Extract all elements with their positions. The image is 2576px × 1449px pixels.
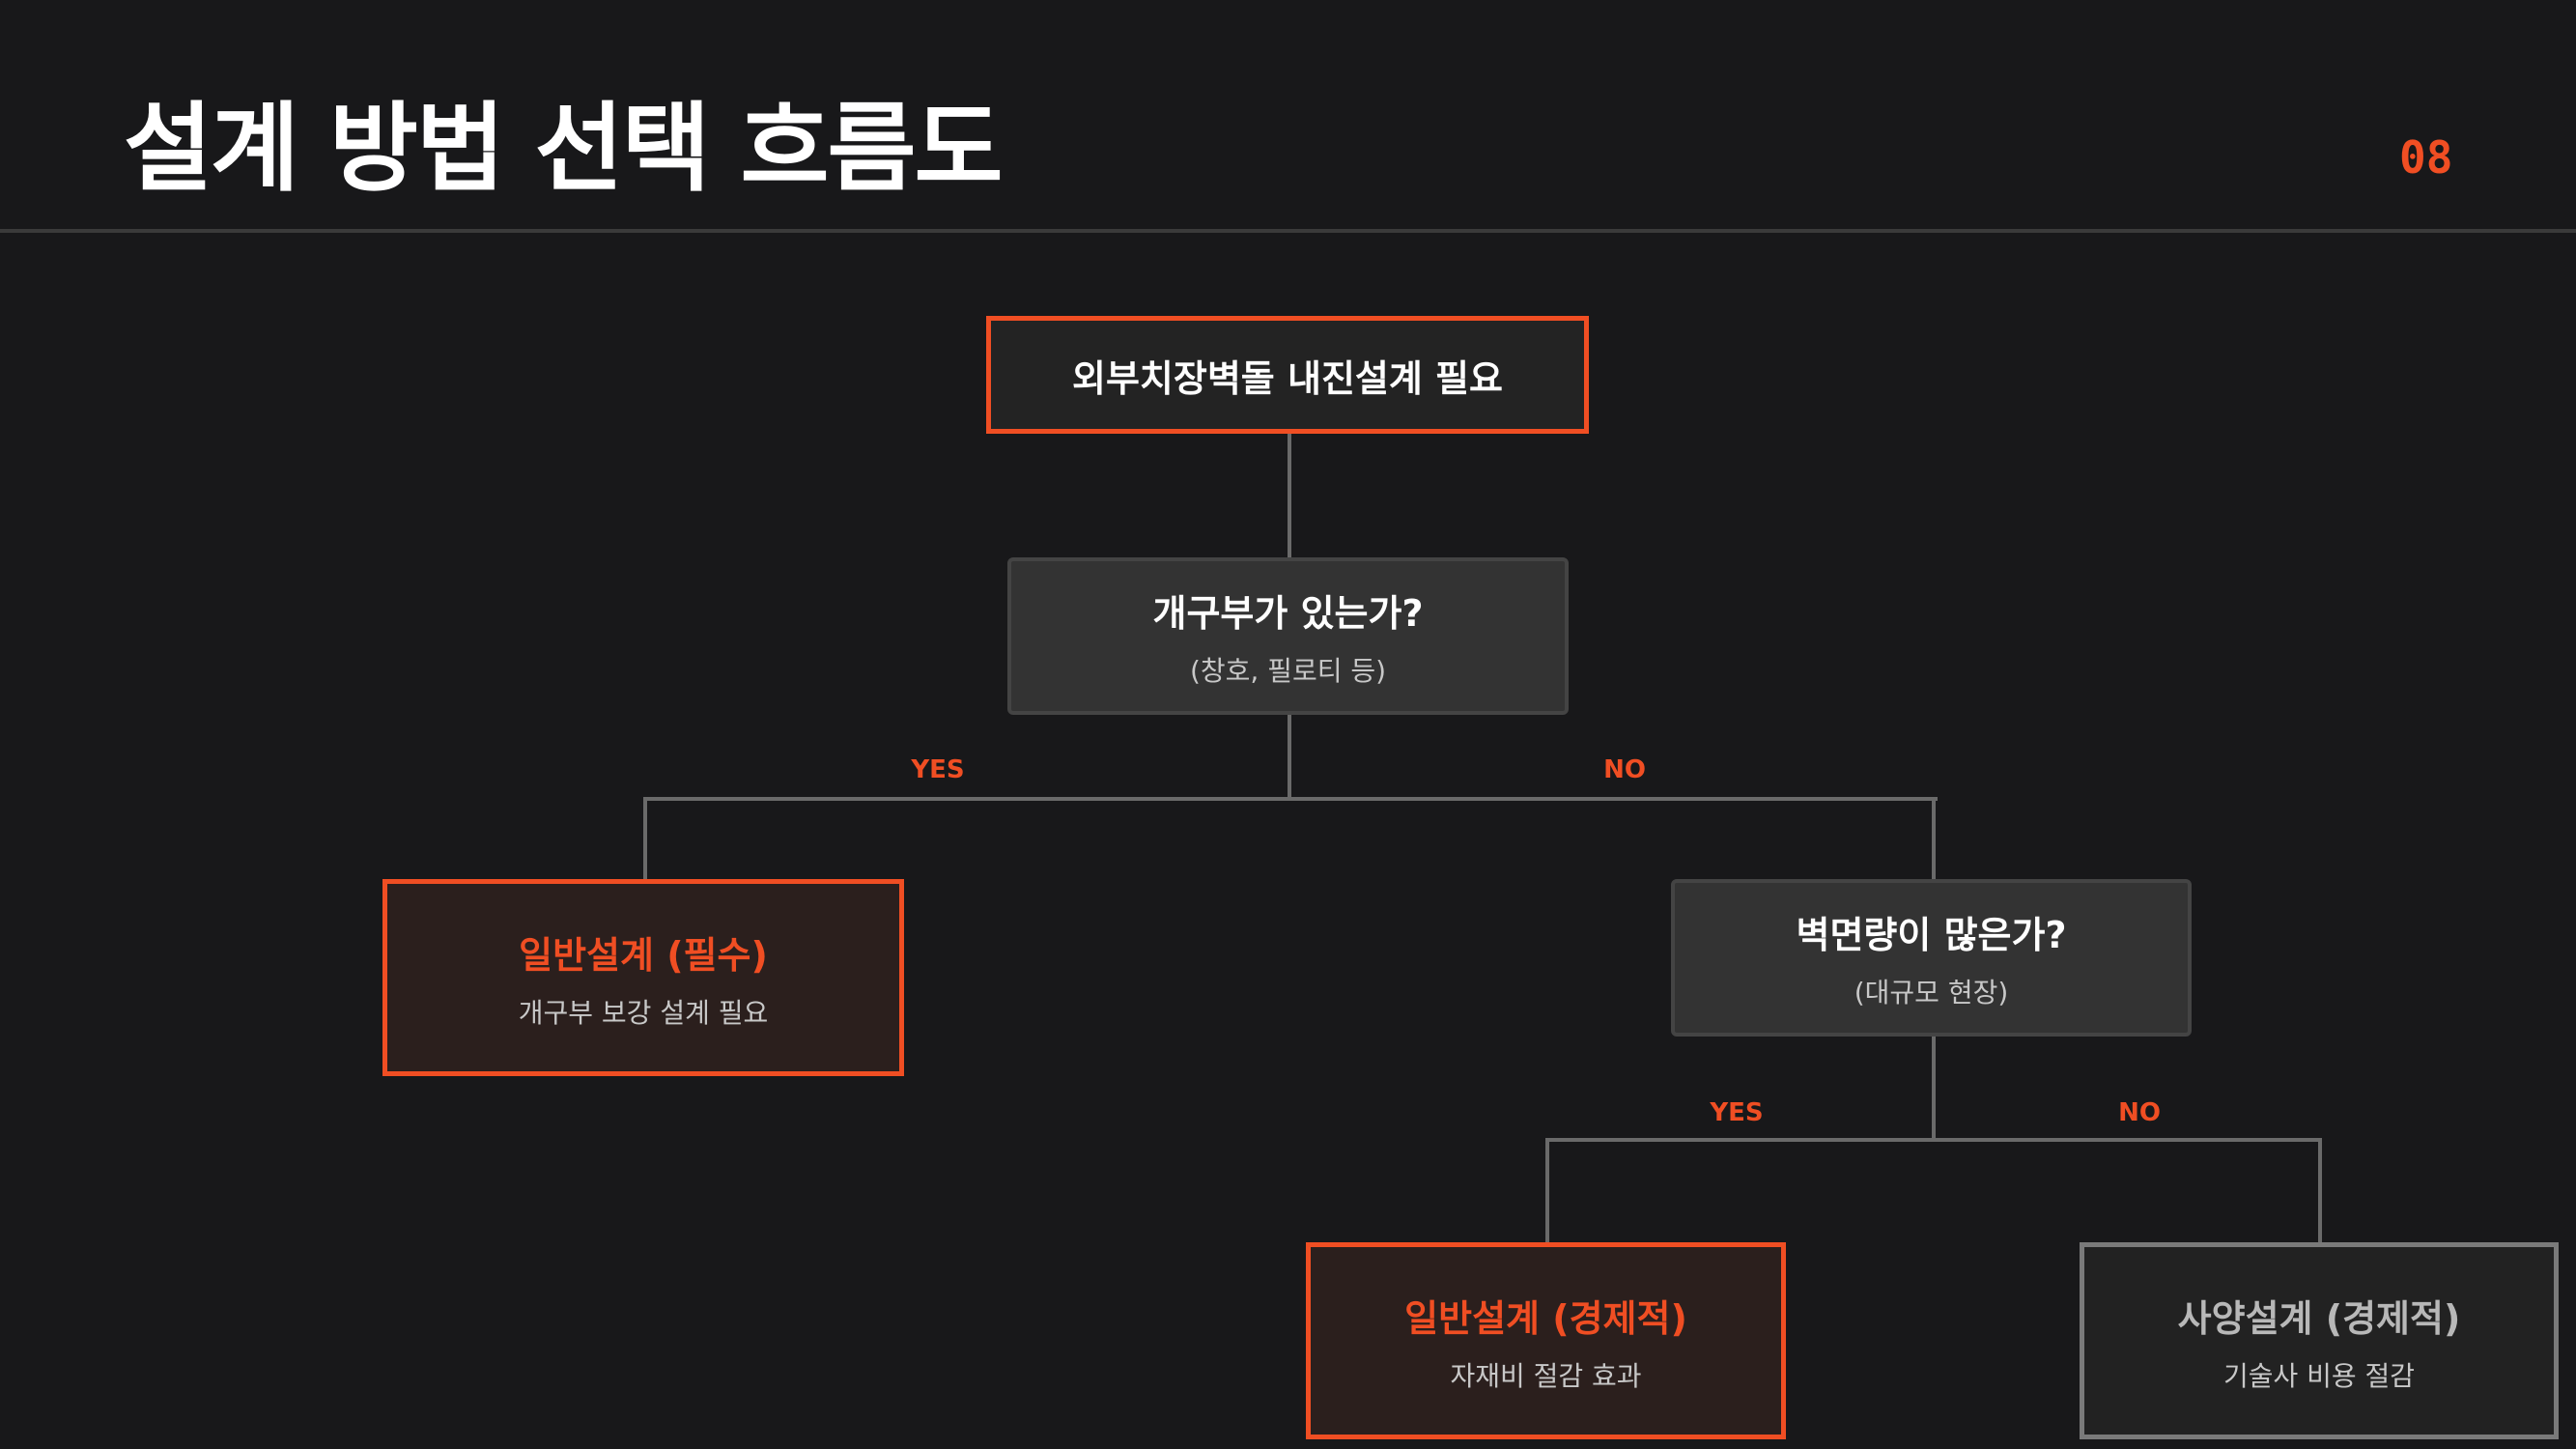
connector-start-q1 (1288, 434, 1291, 557)
connector-q1-yes (643, 797, 647, 879)
q2-yes-label: YES (1710, 1098, 1764, 1127)
q1-yes-label: YES (911, 755, 965, 784)
page-number: 08 (2399, 131, 2453, 184)
result-general-economic: 일반설계 (경제적) 자재비 절감 효과 (1306, 1242, 1786, 1439)
decision-title: 벽면량이 많은가? (1796, 914, 2067, 956)
connector-q2-down (1932, 1037, 1936, 1142)
connector-q2-yes (1545, 1138, 1549, 1242)
result-subtitle: 개구부 보강 설계 필요 (518, 996, 769, 1029)
result-subtitle: 자재비 절감 효과 (1450, 1359, 1642, 1392)
q1-no-label: NO (1603, 755, 1646, 784)
start-node-title: 외부치장벽돌 내진설계 필요 (1072, 356, 1503, 400)
header-divider (0, 229, 2576, 233)
connector-q1-horizontal (643, 797, 1938, 801)
decision-subtitle: (창호, 필로티 등) (1189, 655, 1387, 687)
result-title: 사양설계 (경제적) (2177, 1296, 2461, 1340)
result-general-required: 일반설계 (필수) 개구부 보강 설계 필요 (382, 879, 904, 1076)
start-node: 외부치장벽돌 내진설계 필요 (986, 316, 1589, 434)
connector-q1-no (1932, 797, 1936, 879)
result-title: 일반설계 (필수) (519, 933, 768, 977)
decision-subtitle: (대규모 현장) (1854, 977, 2009, 1009)
connector-q2-horizontal (1545, 1138, 2322, 1142)
result-title: 일반설계 (경제적) (1404, 1296, 1687, 1340)
page-title: 설계 방법 선택 흐름도 (124, 92, 1003, 205)
connector-q2-no (2318, 1138, 2322, 1242)
connector-q1-down (1288, 715, 1291, 801)
result-subtitle: 기술사 비용 절감 (2222, 1359, 2416, 1392)
result-specification-economic: 사양설계 (경제적) 기술사 비용 절감 (2080, 1242, 2559, 1439)
decision-title: 개구부가 있는가? (1152, 592, 1424, 635)
q2-no-label: NO (2118, 1098, 2161, 1127)
decision-wall-area: 벽면량이 많은가? (대규모 현장) (1671, 879, 2192, 1037)
decision-openings: 개구부가 있는가? (창호, 필로티 등) (1007, 557, 1569, 715)
